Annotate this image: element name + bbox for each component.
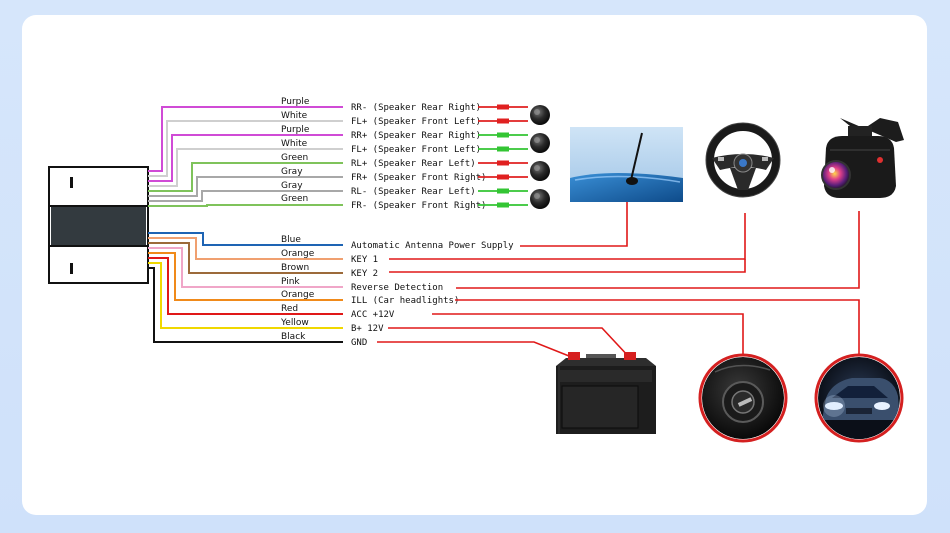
wire-color-label: Purple [281,125,310,135]
key1-feed-line [389,213,746,260]
wire-blue [148,232,343,246]
wire-brown [148,242,343,274]
wire-color-label: Blue [281,235,301,245]
wire-function-label: FL+ (Speaker Front Left) [351,117,481,127]
reverse-feed-line [456,211,860,289]
wire-color-label: Black [281,332,306,342]
speaker-icon [530,161,550,181]
rear-camera-image [821,118,904,198]
wire-function-label: KEY 2 [351,269,378,279]
wire-purple [148,134,343,182]
wire-color-label: Red [281,304,298,314]
speaker-icon [530,189,550,209]
diagram-card [22,15,927,515]
wire-function-label: KEY 1 [351,255,378,265]
wire-green [148,204,343,207]
speaker-connector [478,118,528,124]
wire-function-label: FL+ (Speaker Front Left) [351,145,481,155]
wire-yellow [148,262,343,329]
antenna-image [570,127,683,202]
wire-function-label: RL- (Speaker Rear Left) [351,187,476,197]
wire-color-label: Purple [281,97,310,107]
speaker-connector [478,188,528,194]
wire-color-label: White [281,139,308,149]
wire-function-label: RR- (Speaker Rear Right) [351,103,481,113]
gnd-feed-line [377,341,575,359]
wire-function-label: B+ 12V [351,324,384,334]
speaker-connector [478,146,528,152]
ignition-image [698,353,788,443]
wire-function-label: FR- (Speaker Front Right) [351,201,486,211]
wire-color-label: Green [281,153,308,163]
wire-color-label: White [281,111,308,121]
wire-pink [148,247,343,288]
wire-color-label: Orange [281,290,315,300]
acc-feed-line [432,313,744,355]
wire-green [148,162,343,192]
wire-orange [148,252,343,301]
speaker-connector [478,160,528,166]
wire-color-label: Orange [281,249,315,259]
wire-color-label: Gray [281,181,303,191]
wire-function-label: RR+ (Speaker Rear Right) [351,131,481,141]
steering-wheel-image [705,122,781,198]
wire-color-label: Pink [281,277,300,287]
wire-color-label: Brown [281,263,309,273]
speaker-connector [478,104,528,110]
ill-feed-line [455,299,860,355]
wire-function-label: RL+ (Speaker Rear Left) [351,159,476,169]
speaker-connector [478,132,528,138]
wire-white [148,120,343,177]
wire-white [148,148,343,187]
wire-function-label: Reverse Detection [351,283,443,293]
speaker-connector [478,174,528,180]
key2-feed-line [389,259,746,273]
wire-function-label: ILL (Car headlights) [351,296,459,306]
speaker-connector [478,202,528,208]
wire-function-label: ACC +12V [351,310,395,320]
speaker-icon [530,105,550,125]
speaker-icons [530,105,550,209]
harness-connector [48,166,149,284]
wire-gray [148,176,343,197]
battery-image [556,352,656,434]
speaker-icon [530,133,550,153]
headlight-image [814,353,904,443]
connector-key-bottom [70,263,73,274]
b-plus-feed-line [388,327,631,359]
wire-purple [148,106,343,172]
antenna-feed-line [520,202,628,247]
wire-red [148,257,343,315]
wire-gray [148,190,343,202]
wire-orange [148,237,343,260]
wire-function-label: FR+ (Speaker Front Right) [351,173,486,183]
wire-black [148,267,343,343]
wire-color-label: Yellow [280,318,309,328]
wire-function-label: GND [351,338,367,348]
wire-color-label: Gray [281,167,303,177]
wire-color-label: Green [281,194,308,204]
wire-function-label: Automatic Antenna Power Supply [351,241,514,251]
connector-key-top [70,177,73,188]
